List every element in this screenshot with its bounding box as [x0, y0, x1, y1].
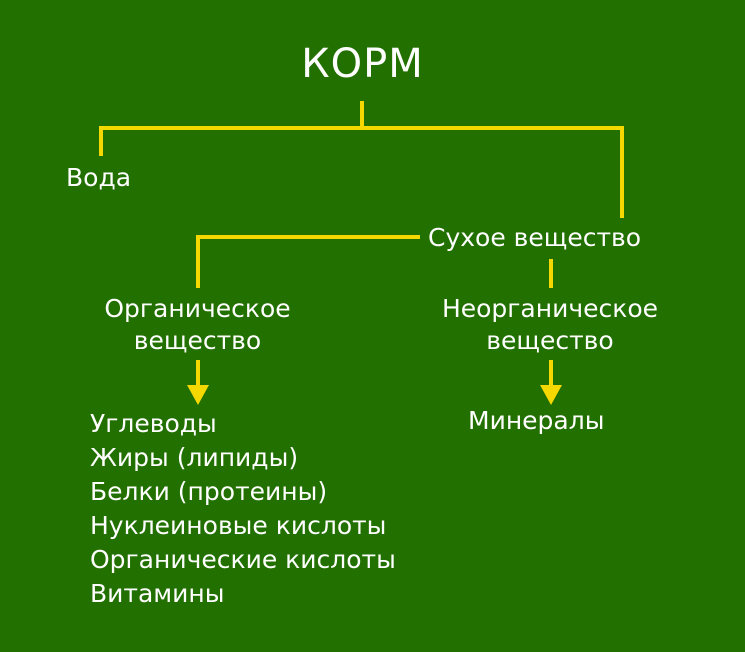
node-inorganic-matter: Неорганическое вещество — [410, 293, 690, 357]
list-item: Органические кислоты — [90, 545, 396, 574]
organic-items-list: Углеводы Жиры (липиды) Белки (протеины) … — [90, 407, 396, 611]
inorganic-label-line1: Неорганическое — [441, 294, 659, 323]
root-node-feed: КОРМ — [301, 41, 424, 87]
list-item: Витамины — [90, 579, 225, 608]
list-item: Углеводы — [90, 409, 217, 438]
node-minerals: Минералы — [468, 406, 605, 435]
list-item: Жиры (липиды) — [90, 443, 299, 472]
list-item: Белки (протеины) — [90, 477, 328, 506]
node-water: Вода — [66, 163, 132, 192]
node-organic-matter: Органическое вещество — [60, 293, 335, 357]
root-bracket — [99, 126, 624, 218]
inorganic-arrow-head — [540, 385, 562, 405]
organic-label-line2: вещество — [133, 326, 262, 355]
list-item: Нуклеиновые кислоты — [90, 511, 387, 540]
node-dry-matter: Сухое вещество — [428, 223, 642, 252]
inorganic-label-line2: вещество — [486, 326, 614, 355]
organic-label-line1: Органическое — [104, 294, 291, 323]
dry-to-organic-connector — [196, 235, 420, 288]
organic-arrow-head — [187, 385, 209, 405]
